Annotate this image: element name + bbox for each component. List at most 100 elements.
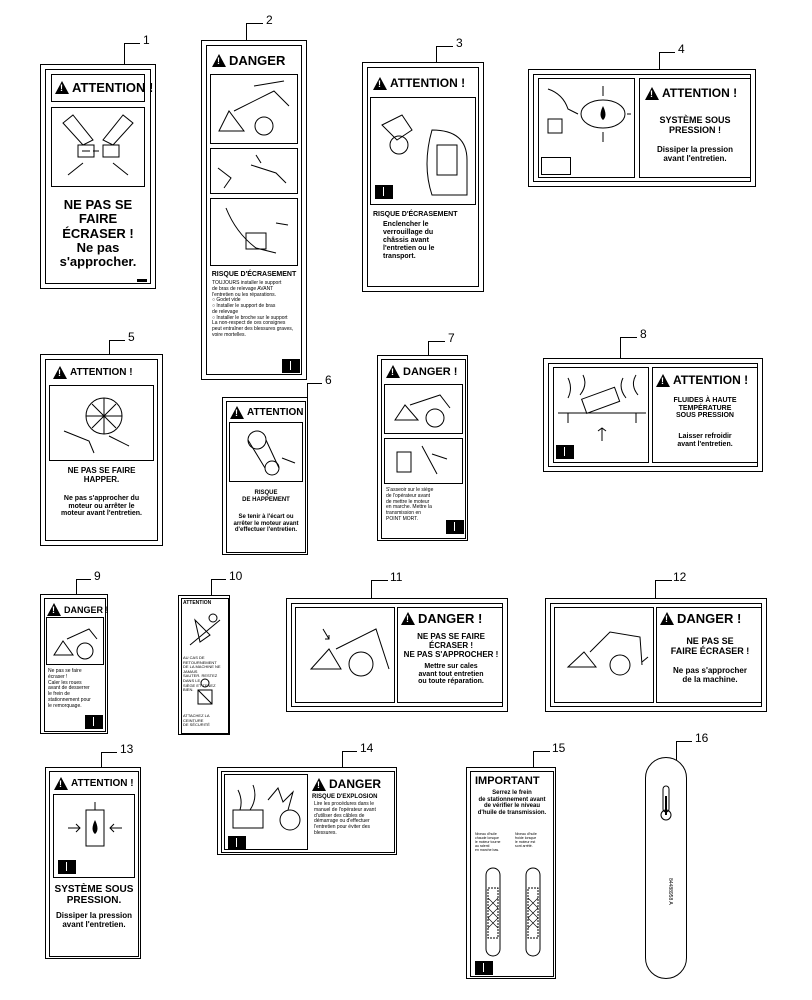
- warning-triangle-icon: [645, 86, 659, 100]
- decal-15-header: IMPORTANT: [475, 775, 540, 787]
- decal-2-header: DANGER: [212, 53, 285, 68]
- callout-5: 5: [128, 330, 135, 344]
- decal-11-header: DANGER !: [401, 611, 482, 626]
- decal-16: 84488958 A: [645, 757, 687, 979]
- decal-3-subheader: RISQUE D'ÉCRASEMENT: [373, 211, 458, 218]
- decal-4: ATTENTION ! SYSTÈME SOUS PRESSION ! Diss…: [528, 69, 756, 187]
- callout-7: 7: [448, 331, 455, 345]
- callout-13: 13: [120, 742, 134, 756]
- loader-rollaway-icon: [53, 628, 98, 660]
- manual-book-icon: [556, 445, 574, 459]
- decal-3: ATTENTION ! RISQUE D'ÉCRASEMENT Enclench…: [362, 62, 484, 292]
- decal-8-body-2: Laisser refroidir avant l'entretien.: [677, 433, 733, 448]
- loader-crush-icon: [309, 628, 390, 677]
- battery-explosion-icon: [232, 784, 301, 831]
- decal-11-body-2: Mettre sur cales avant tout entretien ou…: [418, 663, 484, 686]
- loader-runover-icon: [566, 631, 649, 676]
- callout-11: 11: [390, 570, 403, 584]
- callout-8: 8: [640, 327, 647, 341]
- leader-line-12: [655, 580, 672, 599]
- warning-triangle-icon: [656, 373, 670, 387]
- callout-10: 10: [229, 569, 243, 583]
- decal-7-header: DANGER !: [386, 365, 457, 378]
- leader-line-11: [371, 580, 388, 599]
- loader-runaway-icon: [394, 394, 451, 428]
- decal-10-body: AU CAS DE RETOURNEMENT DE LA MACHINE NE …: [183, 655, 221, 693]
- warning-triangle-icon: [312, 777, 326, 791]
- decal-15-hot-level-label: Niveau d'huile chaude lorsque le moteur …: [475, 832, 501, 853]
- callout-3: 3: [456, 36, 463, 50]
- decal-10-body-2: ATTACHEZ LA CEINTURE DE SÉCURITÉ: [183, 713, 210, 728]
- decal-8-header: ATTENTION !: [656, 373, 748, 387]
- decal-2-body: TOUJOURS installer le support de bras de…: [212, 280, 294, 338]
- leader-line-7: [428, 341, 445, 356]
- decal-13: ATTENTION ! SYSTÈME SOUS PRESSION. Dissi…: [45, 767, 141, 959]
- decal-12-body-2: Ne pas s'approcher de la machine.: [673, 666, 747, 684]
- warning-triangle-icon: [373, 76, 387, 90]
- warning-triangle-icon: [230, 406, 244, 419]
- decal-6-body: Se tenir à l'écart ou arrêter le moteur …: [233, 514, 299, 534]
- arm-lock-detail-icon: [217, 154, 287, 189]
- leader-line-1: [124, 43, 140, 66]
- leader-line-3: [436, 46, 453, 63]
- frame-lock-icon: [381, 114, 468, 196]
- decal-15-body: Serrez le frein de stationnement avant d…: [477, 790, 547, 816]
- callout-12: 12: [673, 570, 687, 584]
- decal-4-body-2: Dissiper la pression avant l'entretien.: [656, 145, 734, 163]
- belt-entanglement-icon: [247, 430, 296, 476]
- warning-triangle-icon: [55, 81, 69, 94]
- callout-16: 16: [695, 731, 709, 745]
- loader-arm-support-icon: [218, 80, 290, 136]
- decal-12-body: NE PAS SE FAIRE ÉCRASER !: [670, 636, 750, 656]
- decal-13-body: SYSTÈME SOUS PRESSION.: [54, 884, 134, 906]
- leader-line-16: [676, 741, 692, 760]
- decal-10-header: ATTENTION: [183, 600, 212, 606]
- decal-12-header: DANGER !: [660, 611, 741, 626]
- decal-14-subheader: RISQUE D'EXPLOSION: [312, 794, 378, 800]
- decal-5-header: ATTENTION !: [53, 366, 133, 379]
- leader-line-8: [620, 337, 637, 360]
- decal-6-header: ATTENTION: [230, 406, 303, 419]
- decal-15: IMPORTANT Serrez le frein de stationneme…: [466, 767, 556, 979]
- decal-14-body: Lire les procédures dans le manuel de l'…: [314, 801, 376, 836]
- warning-triangle-icon: [401, 612, 415, 625]
- decal-4-header: ATTENTION !: [645, 86, 737, 100]
- callout-6: 6: [325, 373, 332, 387]
- manual-book-icon: [282, 359, 300, 373]
- thermometer-icon: [660, 785, 672, 821]
- callout-2: 2: [266, 13, 273, 27]
- decal-9-header: DANGER !: [47, 603, 109, 616]
- pressure-accumulator-icon: [547, 86, 631, 142]
- warning-triangle-icon: [53, 366, 67, 379]
- arm-support-pin-icon: [225, 207, 289, 254]
- decal-2: DANGER RISQUE D'ÉCRASEMENT TOUJOURS inst…: [201, 40, 307, 380]
- warning-triangle-icon: [47, 603, 61, 616]
- decal-1: ATTENTION ! NE PAS SE FAIRE ÉCRASER ! Ne…: [40, 64, 156, 289]
- decal-11: DANGER ! NE PAS SE FAIRE ÉCRASER ! NE PA…: [286, 598, 508, 712]
- callout-4: 4: [678, 42, 685, 56]
- rollover-hazard-icon: [189, 613, 221, 646]
- warning-triangle-icon: [212, 54, 226, 67]
- leader-line-5: [109, 340, 125, 355]
- fan-entanglement-icon: [63, 397, 130, 454]
- dipstick-cold-icon: [525, 867, 541, 957]
- decal-12: DANGER ! NE PAS SE FAIRE ÉCRASER ! Ne pa…: [545, 598, 767, 712]
- decal-4-body: SYSTÈME SOUS PRESSION !: [659, 115, 731, 135]
- manual-book-icon: [375, 185, 393, 199]
- warning-triangle-icon: [386, 365, 400, 378]
- decal-8: ATTENTION ! FLUIDES À HAUTE TEMPÉRATURE …: [543, 358, 763, 472]
- decal-9: DANGER ! Ne pas se faire écraser ! Caler…: [40, 594, 109, 734]
- decal-14-header: DANGER: [312, 777, 381, 791]
- leader-line-15: [533, 751, 550, 768]
- decal-13-body-2: Dissiper la pression avant l'entretien.: [55, 911, 133, 929]
- leader-line-2: [246, 23, 263, 44]
- leader-line-4: [659, 52, 675, 71]
- crush-hazard-icon: [62, 114, 134, 176]
- decal-6: ATTENTION RISQUE DE HAPPEMENT Se tenir à…: [222, 397, 308, 555]
- decal-3-header: ATTENTION !: [373, 76, 465, 90]
- decal-10: ATTENTION AU CAS DE RETOURNEMENT DE LA M…: [178, 595, 230, 735]
- pressure-cylinder-icon: [68, 802, 122, 847]
- decal-1-header: ATTENTION !: [55, 80, 153, 95]
- decal-14: DANGER RISQUE D'EXPLOSION Lire les procé…: [217, 767, 397, 855]
- decal-1-body: NE PAS SE FAIRE ÉCRASER ! Ne pas s'appro…: [59, 197, 137, 270]
